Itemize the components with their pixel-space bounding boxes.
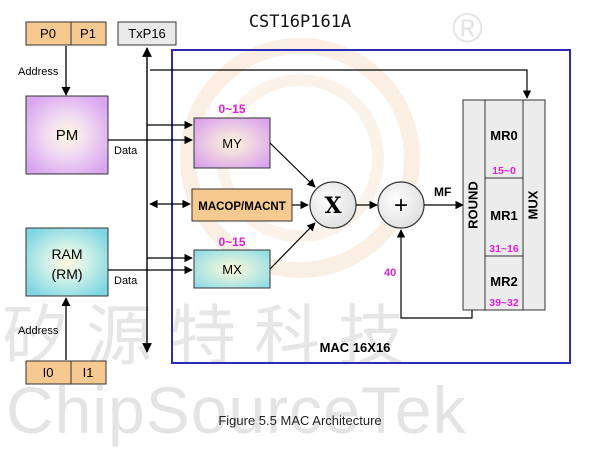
macop-label: MACOP/MACNT (198, 201, 286, 213)
mux-label: MUX (525, 190, 540, 219)
mx-range-label: 0~15 (218, 235, 245, 249)
pm-label: PM (56, 127, 79, 144)
ram-label-line2: (RM) (51, 266, 82, 282)
mr0-register (484, 99, 524, 179)
mr0-bits-label: 15~0 (492, 165, 516, 177)
address-label-bottom: Address (18, 325, 59, 337)
data-label-ram: Data (114, 275, 138, 287)
mac-frame-label: MAC 16X16 (320, 340, 391, 355)
my-to-multiply-arrow (269, 142, 316, 188)
mx-label: MX (222, 262, 242, 277)
txp16-block (117, 21, 177, 46)
pm-block (25, 95, 109, 175)
data-label-pm: Data (114, 145, 138, 157)
i1-label: I1 (83, 365, 94, 380)
p1-block (70, 21, 107, 46)
mr2-bits-label: 39~32 (489, 297, 519, 309)
p0-label: P0 (40, 26, 56, 41)
feedback-arrow (396, 229, 473, 319)
mr1-label: MR1 (490, 208, 517, 223)
adder-symbol: + (394, 192, 408, 219)
mr2-register (484, 255, 524, 311)
bus-to-mux-arrow (150, 69, 532, 99)
mr2-label: MR2 (490, 274, 517, 289)
my-register (193, 117, 271, 169)
watermark-english: ChipSourceTek (6, 373, 467, 447)
mux-column (522, 99, 546, 311)
watermark-registered-mark: ® (452, 4, 483, 51)
mx-to-multiply-arrow (269, 222, 316, 270)
p1-label: P1 (80, 26, 96, 41)
mf-label: MF (434, 185, 451, 199)
mr0-label: MR0 (490, 128, 517, 143)
round-label: ROUND (465, 181, 480, 229)
mr1-bits-label: 31~16 (489, 243, 519, 255)
multiplier-symbol: X (324, 193, 342, 219)
my-range-label: 0~15 (218, 102, 245, 116)
i1-block (70, 360, 107, 385)
mr1-register (484, 177, 524, 257)
my-label: MY (222, 136, 242, 151)
i0-label: I0 (43, 365, 54, 380)
document-title: CST16P161A (248, 12, 352, 32)
macop-register (191, 188, 293, 222)
address-label-top: Address (18, 66, 59, 78)
ram-block (25, 227, 109, 297)
feedback-bits-label: 40 (384, 267, 396, 279)
txp16-label: TxP16 (128, 26, 166, 41)
figure-caption: Figure 5.5 MAC Architecture (218, 413, 382, 428)
ram-label-line1: RAM (51, 246, 82, 262)
